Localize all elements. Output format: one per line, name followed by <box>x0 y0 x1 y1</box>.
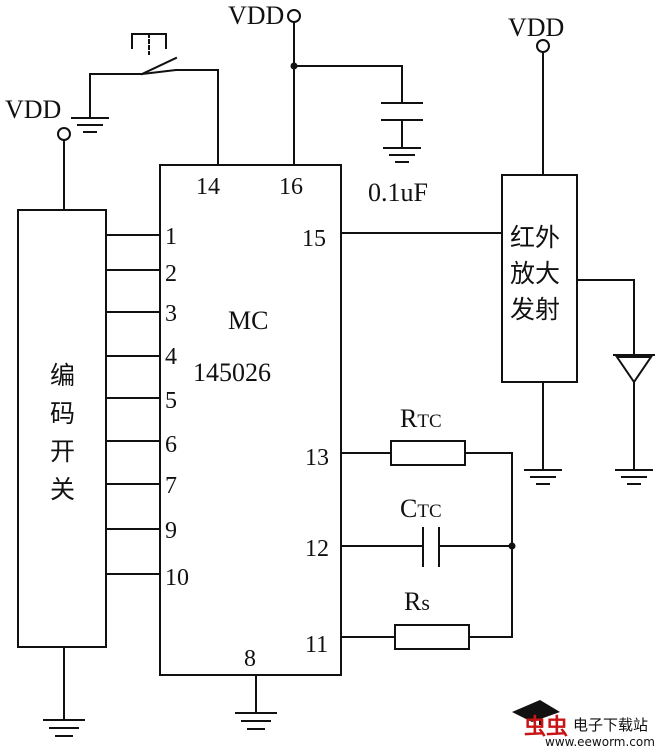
encoder-bus-wires <box>105 234 161 575</box>
encoder-label-char-1: 编 <box>50 361 75 390</box>
vdd-right-terminal <box>536 39 550 53</box>
encoder-label-char-3: 开 <box>50 437 75 466</box>
vdd-left-label: VDD <box>5 95 61 124</box>
ir-label-line2: 放大 <box>510 259 560 288</box>
rs-resistor-icon <box>394 624 470 650</box>
ic-pin-10: 10 <box>165 565 189 591</box>
ir-label-line1: 红外 <box>510 223 560 252</box>
watermark-url: www.eeworm.com <box>545 735 655 748</box>
ground-icon <box>524 469 562 485</box>
ic-pin-9: 9 <box>165 518 177 544</box>
encoder-label-char-4: 关 <box>50 475 75 504</box>
vdd-top-terminal <box>287 9 301 23</box>
ground-icon <box>383 147 421 163</box>
junction-dot <box>508 542 516 550</box>
wire-ir-led <box>576 279 635 356</box>
ic-pin-5: 5 <box>165 388 177 414</box>
watermark-site-name: 电子下载站 <box>573 716 648 734</box>
wire-pin14-switch <box>175 69 219 166</box>
pushbutton-switch-icon <box>131 33 178 76</box>
capacitor-value-label: 0.1uF <box>368 178 428 207</box>
encoder-switch-block <box>17 209 107 648</box>
ic-pin-13: 13 <box>305 445 329 471</box>
ic-pin-15: 15 <box>302 226 326 252</box>
rs-label: Rs <box>404 587 430 616</box>
ic-pin-12: 12 <box>305 536 329 562</box>
ic-mc145026 <box>159 164 342 676</box>
ir-label-line3: 发射 <box>510 295 560 324</box>
ic-pin-2: 2 <box>165 261 177 287</box>
ctc-label: CTC <box>400 494 442 523</box>
wire-decoupling-cap <box>293 65 403 104</box>
ic-name-line2: 145026 <box>193 358 271 387</box>
vdd-left-terminal <box>57 127 71 141</box>
watermark-logo <box>512 700 560 725</box>
ic-name-line1: MC <box>228 306 268 335</box>
ic-pin-3: 3 <box>165 301 177 327</box>
ground-icon <box>43 719 85 737</box>
wire-rc-common <box>464 452 513 638</box>
ground-icon <box>235 712 277 730</box>
ir-led-diode-icon <box>613 354 655 384</box>
decoupling-capacitor-icon <box>381 102 423 121</box>
encoder-label-char-2: 码 <box>50 399 75 428</box>
ground-icon <box>615 469 653 485</box>
rtc-label: RTC <box>400 404 442 433</box>
ir-amplifier-block <box>501 174 578 383</box>
ctc-capacitor-icon <box>422 527 440 567</box>
ic-pin-4: 4 <box>165 344 177 370</box>
ic-pin-1: 1 <box>165 224 177 250</box>
ic-pin-7: 7 <box>165 473 177 499</box>
vdd-right-label: VDD <box>508 13 564 42</box>
ic-pin-16: 16 <box>279 174 303 200</box>
watermark-logo-text: 虫虫 <box>524 714 568 740</box>
ic-pin-14: 14 <box>196 174 220 200</box>
ground-icon <box>71 117 109 133</box>
rtc-resistor-icon <box>390 440 466 466</box>
ic-pin-8: 8 <box>244 646 256 672</box>
vdd-top-label: VDD <box>228 1 284 30</box>
wire-switch-ground <box>89 73 143 119</box>
ic-pin-6: 6 <box>165 432 177 458</box>
ic-pin-11: 11 <box>305 632 328 658</box>
